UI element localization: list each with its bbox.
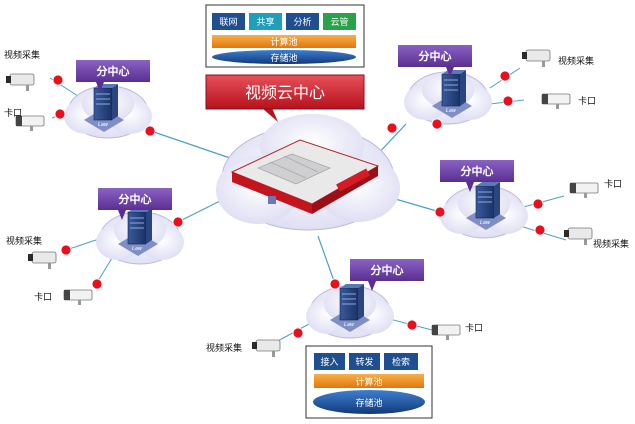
bottom-compute-pool: 计算池 <box>355 376 382 388</box>
checkpoint-camera-icon <box>541 93 571 110</box>
top-panel: 联网 共享 分析 云管 计算池 存储池 <box>205 4 365 68</box>
sub-center-label: 分中心 <box>119 192 152 206</box>
bottom-button-3: 检索 <box>392 356 410 368</box>
top-button-1: 联网 <box>219 17 237 28</box>
checkpoint-camera-icon <box>569 182 599 199</box>
data-center-building-icon <box>230 139 380 214</box>
bottom-button-2: 转发 <box>355 356 373 368</box>
sub-center-mid-left: 分中心 <box>95 188 185 265</box>
bottom-button-1: 接入 <box>320 356 338 368</box>
device-labels: 视频采集 卡口 视频采集 卡口 视频采集 卡口 卡口 视频采集 视频采集 卡口 <box>4 49 629 354</box>
connection-dots <box>52 70 546 339</box>
center-title: 视频云中心 <box>245 83 325 102</box>
sub-center-top-left: 分中心 <box>63 60 153 139</box>
label-video: 视频采集 <box>558 55 594 67</box>
sub-center-label: 分中心 <box>419 49 452 63</box>
checkpoint-camera-icon <box>431 324 461 341</box>
label-video: 视频采集 <box>4 49 40 61</box>
label-checkpoint: 卡口 <box>465 322 483 334</box>
video-camera-icon <box>563 227 593 246</box>
label-checkpoint: 卡口 <box>604 178 622 190</box>
bottom-panel: 接入 转发 检索 计算池 存储池 <box>305 345 433 419</box>
sub-center-label: 分中心 <box>97 64 130 78</box>
checkpoint-camera-icon <box>63 289 93 306</box>
label-video: 视频采集 <box>206 342 242 354</box>
video-camera-icon <box>27 251 57 270</box>
sub-center-label: 分中心 <box>461 164 494 178</box>
top-storage-pool: 存储池 <box>270 52 297 64</box>
video-camera-icon <box>251 339 281 358</box>
center-title-callout: 视频云中心 <box>205 74 365 122</box>
sub-center-label: 分中心 <box>371 263 404 277</box>
label-checkpoint: 卡口 <box>34 291 52 303</box>
bottom-storage-pool: 存储池 <box>355 397 382 409</box>
label-video: 视频采集 <box>593 238 629 250</box>
video-camera-icon <box>521 49 551 68</box>
video-camera-icon <box>5 73 35 92</box>
sub-center-mid-right: 分中心 <box>439 160 529 239</box>
top-buttons: 联网 共享 分析 云管 <box>212 13 356 30</box>
label-checkpoint: 卡口 <box>4 107 22 119</box>
label-checkpoint: 卡口 <box>578 95 596 107</box>
label-video: 视频采集 <box>6 235 42 247</box>
top-button-2: 共享 <box>256 16 274 28</box>
sub-center-top-right: 分中心 <box>398 45 493 125</box>
top-button-4: 云管 <box>330 16 348 28</box>
sub-center-bottom: 分中心 <box>305 259 424 339</box>
top-button-3: 分析 <box>293 16 311 28</box>
top-compute-pool: 计算池 <box>270 36 297 48</box>
